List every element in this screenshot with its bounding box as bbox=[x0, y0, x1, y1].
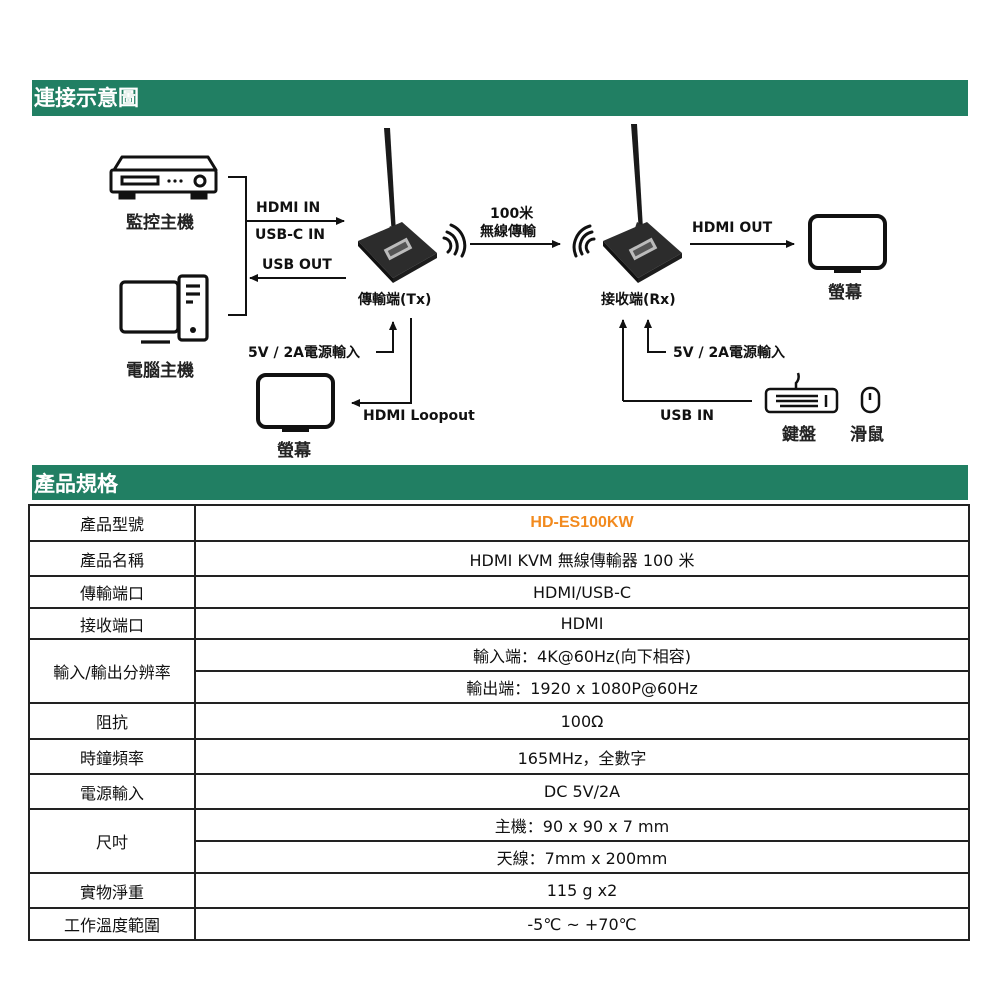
spec-section-title: 產品規格 bbox=[34, 472, 118, 496]
spec-section-header: 產品規格 bbox=[32, 465, 968, 500]
table-row: 輸入/輸出分辨率 輸入端：4K@60Hz(向下相容) bbox=[28, 638, 970, 704]
table-row: 天線：7mm x 200mm bbox=[29, 840, 970, 874]
diagram-section-title: 連接示意圖 bbox=[34, 86, 139, 110]
spec-value: HDMI bbox=[194, 607, 970, 640]
wireless-signal-rx-icon bbox=[572, 224, 596, 258]
connection-diagram bbox=[109, 124, 887, 432]
dvr-icon bbox=[109, 155, 218, 200]
usb-out-label: USB OUT bbox=[262, 257, 332, 273]
spec-key: 電源輸入 bbox=[28, 773, 196, 810]
diagram-section-header: 連接示意圖 bbox=[32, 80, 968, 116]
spec-key: 傳輸端口 bbox=[28, 575, 196, 609]
wireless-label: 無線傳輸 bbox=[480, 224, 536, 240]
table-row: 實物淨重 115 g x2 bbox=[28, 872, 970, 909]
monitor-right-label: 螢幕 bbox=[828, 283, 862, 303]
monitor-loopout-icon bbox=[256, 373, 335, 432]
tx-label: 傳輸端(Tx) bbox=[358, 292, 432, 308]
spec-value: 100Ω bbox=[194, 702, 970, 740]
receiver-device-image bbox=[603, 124, 682, 283]
usb-in-label: USB IN bbox=[660, 408, 714, 424]
pc-icon bbox=[119, 274, 209, 344]
wireless-signal-tx-icon bbox=[442, 223, 467, 258]
rx-power-label: 5V / 2A電源輸入 bbox=[673, 345, 786, 361]
spec-table: 產品型號 HD-ES100KW 產品名稱 HDMI KVM 無線傳輸器 100 … bbox=[28, 504, 970, 941]
spec-value: 輸出端：1920 x 1080P@60Hz bbox=[194, 670, 970, 704]
spec-key: 時鐘頻率 bbox=[28, 738, 196, 775]
transmitter-device-image bbox=[358, 128, 437, 283]
spec-key: 輸入/輸出分辨率 bbox=[28, 638, 196, 704]
spec-key: 產品名稱 bbox=[28, 540, 196, 577]
hdmi-loopout-label: HDMI Loopout bbox=[363, 408, 475, 424]
table-row: 時鐘頻率 165MHz，全數字 bbox=[28, 738, 970, 775]
spec-value: 主機：90 x 90 x 7 mm bbox=[194, 808, 970, 842]
spec-value: DC 5V/2A bbox=[194, 773, 970, 810]
spec-value: 天線：7mm x 200mm bbox=[194, 840, 970, 874]
mouse-label: 滑鼠 bbox=[850, 425, 884, 445]
spec-value: HDMI/USB-C bbox=[194, 575, 970, 609]
spec-value: 輸入端：4K@60Hz(向下相容) bbox=[194, 638, 970, 672]
table-row: 接收端口 HDMI bbox=[28, 607, 970, 640]
table-row: 傳輸端口 HDMI/USB-C bbox=[28, 575, 970, 609]
mouse-icon bbox=[860, 386, 881, 414]
spec-key: 尺吋 bbox=[28, 808, 196, 874]
pc-label: 電腦主機 bbox=[126, 361, 194, 381]
rx-label: 接收端(Rx) bbox=[601, 292, 676, 308]
spec-value: -5℃ ~ +70℃ bbox=[194, 907, 970, 941]
spec-key: 接收端口 bbox=[28, 607, 196, 640]
spec-key: 實物淨重 bbox=[28, 872, 196, 909]
usbc-in-label: USB-C IN bbox=[255, 227, 326, 243]
spec-key: 工作溫度範圍 bbox=[28, 907, 196, 941]
spec-value: 165MHz，全數字 bbox=[194, 738, 970, 775]
spec-value-model: HD-ES100KW bbox=[194, 504, 970, 542]
hdmi-out-label: HDMI OUT bbox=[692, 220, 773, 236]
hdmi-in-label: HDMI IN bbox=[256, 200, 321, 216]
table-row: 工作溫度範圍 -5℃ ~ +70℃ bbox=[28, 907, 970, 941]
table-row: 輸出端：1920 x 1080P@60Hz bbox=[29, 670, 970, 704]
tx-power-label: 5V / 2A電源輸入 bbox=[248, 345, 361, 361]
dvr-label: 監控主機 bbox=[126, 213, 194, 233]
table-row: 電源輸入 DC 5V/2A bbox=[28, 773, 970, 810]
table-row: 尺吋 主機：90 x 90 x 7 mm bbox=[28, 808, 970, 874]
table-row: 產品名稱 HDMI KVM 無線傳輸器 100 米 bbox=[28, 540, 970, 577]
keyboard-label: 鍵盤 bbox=[782, 425, 816, 445]
monitor-right-icon bbox=[808, 214, 887, 273]
monitor-loopout-label: 螢幕 bbox=[277, 441, 311, 461]
wireless-distance-label: 100米 bbox=[490, 206, 534, 222]
spec-key: 阻抗 bbox=[28, 702, 196, 740]
spec-key: 產品型號 bbox=[28, 504, 196, 542]
table-row: 產品型號 HD-ES100KW bbox=[28, 504, 970, 542]
keyboard-icon bbox=[764, 372, 839, 414]
table-row: 阻抗 100Ω bbox=[28, 702, 970, 740]
spec-value: HDMI KVM 無線傳輸器 100 米 bbox=[194, 540, 970, 577]
spec-value: 115 g x2 bbox=[194, 872, 970, 909]
